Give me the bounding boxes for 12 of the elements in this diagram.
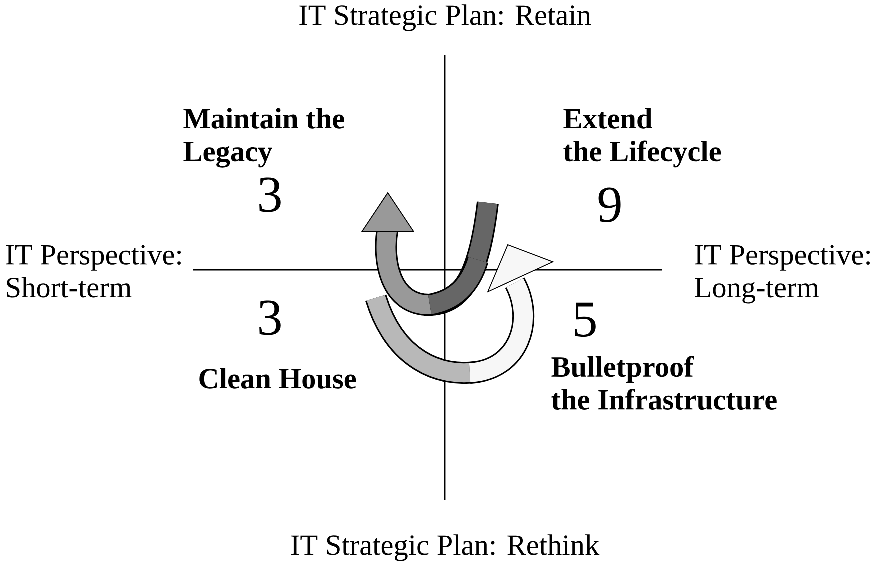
axis-label: IT Strategic Plan: Rethink — [292, 534, 600, 562]
quadrant-title: Extend the Lifecycle — [564, 108, 722, 168]
quadrant-title: Maintain the Legacy — [184, 108, 344, 168]
quadrant-title: Bulletproof the Infrastructure — [552, 356, 777, 410]
quadrant-count: 3 — [260, 300, 281, 336]
quadrant-title: Clean House — [200, 368, 356, 389]
quadrant-count: 9 — [598, 188, 621, 222]
axis-label: IT Perspective: Short-term — [6, 245, 181, 298]
axis-label: IT Strategic Plan: Retain — [300, 4, 592, 32]
quadrant-count: 3 — [260, 178, 281, 212]
axis-label: IT Perspective: Long-term — [695, 245, 870, 304]
quadrant-count: 5 — [575, 302, 596, 338]
